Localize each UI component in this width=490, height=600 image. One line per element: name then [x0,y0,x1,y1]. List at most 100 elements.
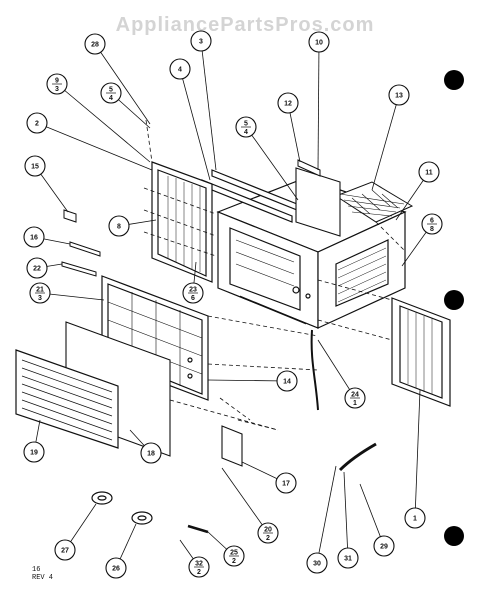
callout-leader-line [179,68,211,181]
callout-circle [24,155,46,177]
callout-numerator: 9 [55,78,59,85]
side-angle [297,159,321,177]
revision-line-1: 16 [32,566,41,574]
callout-denominator: 8 [430,226,434,233]
callout-label: 3 [199,39,203,46]
callout-24-1: 241 [344,387,366,409]
callout-label: 1 [413,516,417,523]
callout-circle [306,552,328,574]
callout-denominator: 3 [55,86,59,93]
callout-22: 22 [26,257,48,279]
callout-numerator: 24 [351,392,359,399]
callout-label: 4 [178,67,182,74]
callout-4: 4 [169,58,191,80]
watermark-text: AppliancePartsPros.com [116,14,375,36]
callout-19: 19 [23,441,45,463]
callout-9-3: 93 [46,73,68,95]
callout-circle [418,161,440,183]
callout-leader-line [371,94,400,191]
callout-18: 18 [140,442,162,464]
callout-16: 16 [23,226,45,248]
callout-circle [84,33,106,55]
screw-part [187,524,209,534]
callout-numerator: 6 [430,218,434,225]
callout-circle [23,226,45,248]
callout-20-2: 202 [257,522,279,544]
callout-label: 28 [91,42,99,49]
callout-numerator: 32 [195,561,203,568]
callout-label: 27 [61,548,69,555]
binder-hole-marker [444,526,464,546]
callout-circle [169,58,191,80]
callout-circle [275,472,297,494]
callout-leader-line [316,465,337,564]
callout-15: 15 [24,155,46,177]
callout-circle [26,112,48,134]
callout-label: 30 [313,561,321,568]
callout-leader-line [221,467,269,534]
callout-circle [276,370,298,392]
callout-circle [277,92,299,114]
callout-leader-line [414,389,421,519]
callout-label: 12 [284,101,292,108]
callout-label: 14 [283,379,291,386]
callout-label: 19 [30,450,38,457]
callout-denominator: 4 [109,95,113,102]
revision-note: 16 REV 4 [32,566,53,582]
callout-label: 26 [112,566,120,573]
callout-circle [54,539,76,561]
top-rails [201,169,303,223]
callout-27: 27 [54,539,76,561]
callout-circle [26,257,48,279]
callout-label: 10 [315,40,323,47]
callout-1: 1 [404,507,426,529]
binder-hole-marker [444,290,464,310]
callout-numerator: 20 [264,527,272,534]
revision-line-2: REV 4 [32,574,54,582]
callout-12: 12 [277,92,299,114]
support-bracket [221,425,243,467]
callout-leader-line [343,471,349,559]
binder-hole-marker [444,70,464,90]
callout-25-2: 252 [223,545,245,567]
mounting-bracket [63,209,77,223]
callout-11: 11 [418,161,440,183]
alignment-lines [143,119,405,431]
callout-circle [388,84,410,106]
callout-circle [140,442,162,464]
callout-denominator: 2 [266,535,270,542]
callout-13: 13 [388,84,410,106]
callout-label: 15 [31,164,39,171]
callout-17: 17 [275,472,297,494]
callout-circle [190,30,212,52]
callout-label: 11 [425,170,433,177]
callout-leader-line [39,292,105,301]
filter-strips [61,241,101,277]
callout-label: 17 [282,481,290,488]
callout-leader-line [200,40,217,171]
callout-denominator: 6 [191,295,195,302]
seal-strip [338,442,377,472]
divider-panel [295,167,341,237]
foam-tape-rolls [91,491,153,525]
callout-circle [108,215,130,237]
callout-leader-line [359,483,385,547]
callout-numerator: 23 [189,287,197,294]
callout-leader-line [207,379,288,382]
callout-leader-line [94,43,151,125]
callout-23-6: 236 [182,282,204,304]
callout-denominator: 2 [197,569,201,576]
callout-circle [105,557,127,579]
right-side-curtain [391,297,451,407]
callout-8: 8 [108,215,130,237]
front-grille [15,349,119,449]
callout-leader-line [245,126,299,201]
callout-numerator: 5 [109,87,113,94]
callout-circle [404,507,426,529]
callout-label: 16 [30,235,38,242]
callout-circle [373,535,395,557]
callout-10: 10 [308,31,330,53]
callout-label: 18 [147,451,155,458]
callout-6-8: 68 [421,213,443,235]
callout-30: 30 [306,552,328,574]
